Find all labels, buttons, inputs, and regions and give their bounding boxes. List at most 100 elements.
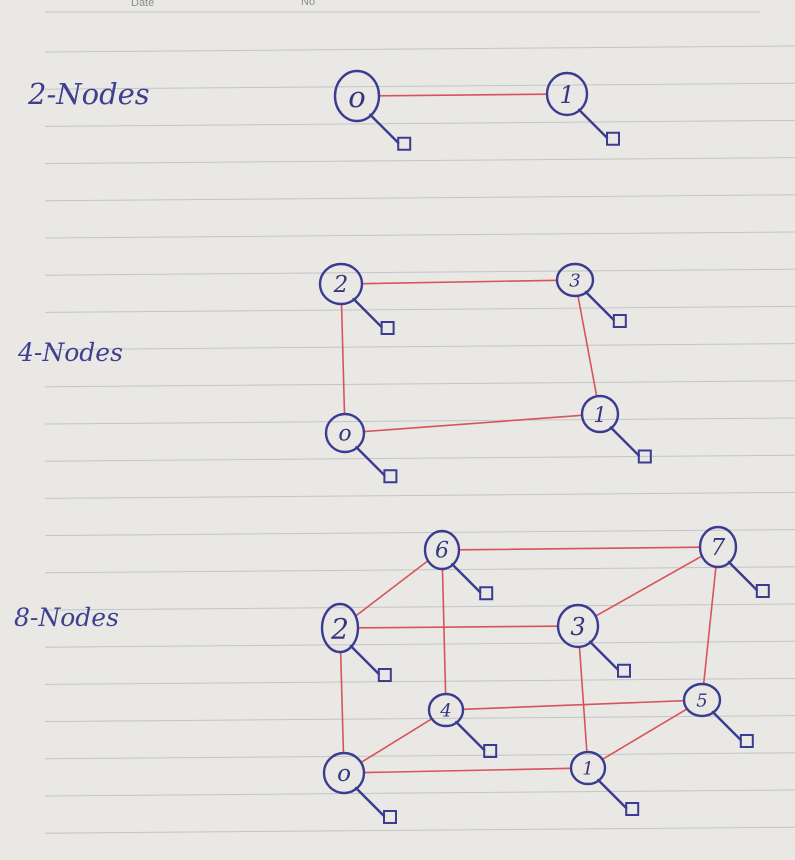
- node-label: 1: [582, 759, 593, 780]
- processor-box: [397, 136, 412, 151]
- processor-link: [577, 108, 609, 139]
- node-circle: [320, 602, 360, 654]
- ruled-line: [44, 119, 795, 127]
- node-label: 7: [711, 535, 726, 561]
- processor-box: [637, 449, 652, 464]
- ruled-line: [44, 157, 795, 165]
- ruled-line: [44, 82, 795, 90]
- node-3: 3: [556, 603, 631, 678]
- node-label: 6: [435, 539, 449, 564]
- processor-link: [584, 290, 615, 322]
- edges: [340, 279, 598, 433]
- edge-6-2: [354, 559, 429, 617]
- node-circle: [318, 262, 364, 306]
- ruled-line: [44, 603, 795, 611]
- processor-link: [609, 426, 640, 457]
- node-label: 5: [696, 691, 707, 712]
- processor-box: [479, 586, 494, 601]
- ruled-line: [44, 491, 795, 499]
- node-0: o: [324, 412, 398, 484]
- ruled-line: [44, 715, 795, 723]
- processor-box: [625, 802, 640, 816]
- processor-box: [380, 321, 395, 335]
- node-label: 4: [439, 701, 451, 722]
- edges: [378, 93, 548, 97]
- node-circle: [698, 525, 738, 569]
- edge-7-5: [702, 566, 717, 685]
- node-circle: [324, 412, 366, 454]
- processor-box: [483, 744, 498, 758]
- ruled-line: [44, 194, 795, 202]
- edge-4-0: [360, 717, 433, 764]
- processor-link: [588, 640, 620, 671]
- node-1: 1: [580, 394, 652, 464]
- edge-4-5: [462, 699, 685, 711]
- node-label: o: [338, 422, 351, 447]
- node-1: 1: [545, 71, 620, 146]
- node-circle: [333, 69, 381, 123]
- ruled-lines: [44, 11, 795, 834]
- node-circle: [545, 71, 589, 117]
- title-2-nodes: 2-Nodes: [27, 77, 150, 111]
- ruled-line: [44, 305, 795, 313]
- processor-link: [354, 786, 386, 818]
- processor-link: [597, 778, 628, 810]
- processor-link: [727, 560, 758, 592]
- edge-7-3: [594, 555, 703, 617]
- node-label: 1: [593, 403, 606, 427]
- node-2: 2: [318, 262, 395, 335]
- node-label: 1: [559, 81, 574, 109]
- node-label: 3: [570, 613, 585, 641]
- diagram-8-nodes: 6 7 2 3 4 5 o 1: [320, 525, 770, 824]
- node-label: 3: [569, 271, 580, 292]
- title-8-nodes: 8-Nodes: [14, 603, 119, 632]
- edge-6-4: [441, 568, 447, 695]
- ruled-line: [44, 677, 795, 685]
- node-circle: [569, 750, 607, 786]
- ruled-line: [44, 343, 795, 351]
- processor-link: [349, 644, 380, 676]
- processor-link: [455, 720, 486, 752]
- processor-box: [612, 314, 627, 328]
- node-label: 2: [330, 613, 349, 646]
- edge-2-0: [339, 651, 345, 754]
- processor-box: [383, 469, 398, 484]
- edge-0-1: [363, 414, 583, 433]
- edge-3-1: [577, 294, 598, 398]
- ruled-line: [44, 640, 795, 648]
- processor-box: [606, 131, 620, 146]
- node-circle: [555, 262, 595, 298]
- edge-2-3: [357, 625, 559, 629]
- processor-link: [355, 446, 386, 477]
- ruled-line: [44, 231, 795, 239]
- ruled-line: [44, 45, 795, 53]
- node-3: 3: [555, 262, 627, 328]
- ruled-line: [44, 417, 795, 425]
- node-label: o: [337, 761, 351, 787]
- edge-0-1: [378, 93, 548, 97]
- edge-3-1: [578, 646, 588, 753]
- node-label: o: [348, 80, 365, 114]
- processor-box: [739, 734, 754, 748]
- edges: [339, 546, 717, 774]
- node-1: 1: [569, 750, 640, 816]
- node-circle: [580, 394, 620, 434]
- processor-link: [451, 563, 482, 594]
- node-0: o: [322, 751, 397, 824]
- processor-box: [377, 668, 392, 682]
- node-circle: [682, 682, 722, 718]
- node-circle: [556, 603, 600, 649]
- number-label: No: [301, 0, 316, 8]
- processor-link: [369, 113, 400, 144]
- node-circle: [427, 692, 465, 728]
- ruled-line: [44, 268, 795, 276]
- ruled-line: [44, 789, 795, 797]
- node-4: 4: [427, 692, 498, 758]
- ruled-line: [44, 529, 795, 537]
- ruled-line: [44, 566, 795, 574]
- ruled-line: [44, 752, 795, 760]
- edge-0-1: [363, 767, 572, 774]
